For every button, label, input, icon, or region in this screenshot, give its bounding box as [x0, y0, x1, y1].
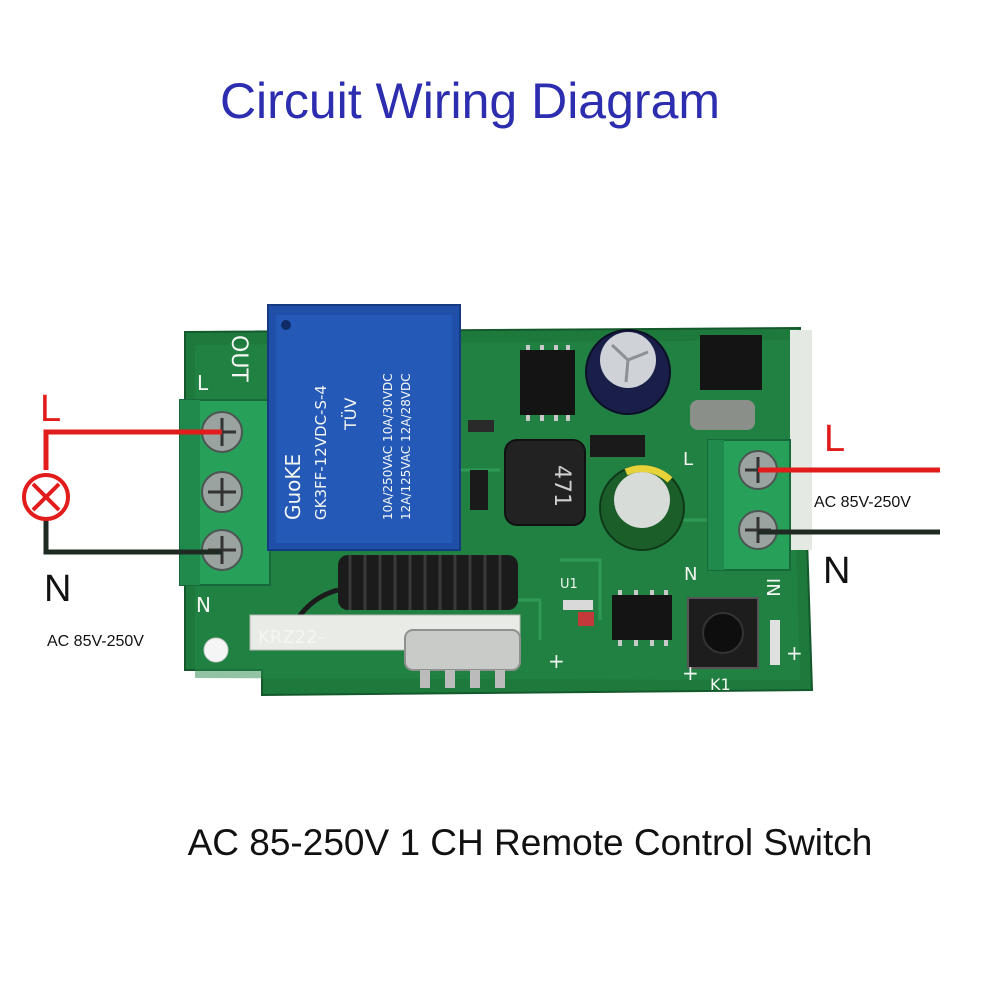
svg-text:L: L — [683, 449, 693, 470]
svg-text:OUT: OUT — [226, 335, 251, 382]
right-live-label: L — [824, 418, 846, 460]
left-live-label: L — [40, 388, 62, 430]
svg-text:L: L — [197, 371, 209, 395]
svg-text:+: + — [682, 661, 699, 685]
relay: GuoKE GK3FF-12VDC-S-4 TÜV 10A/250VAC 10A… — [267, 304, 461, 551]
left-neutral-label: N — [44, 568, 72, 610]
svg-text:KRZ22-: KRZ22- — [258, 627, 324, 648]
svg-text:N: N — [684, 564, 697, 585]
bridge-rectifier — [700, 335, 762, 390]
diagram-title: Circuit Wiring Diagram — [219, 73, 721, 129]
svg-text:10A/250VAC 10A/30VDC: 10A/250VAC 10A/30VDC — [381, 373, 395, 520]
right-wiring — [758, 467, 940, 535]
left-neutral-wire — [43, 520, 222, 555]
right-neutral-label: N — [823, 550, 851, 592]
mounting-hole — [203, 637, 229, 663]
capacitor-bottom — [599, 465, 685, 551]
inductor: 471 — [504, 439, 586, 526]
ic-chip-2 — [612, 590, 672, 646]
lamp-icon — [22, 473, 70, 521]
svg-text:+: + — [548, 649, 565, 673]
svg-text:K1: K1 — [710, 675, 731, 694]
crystal — [404, 629, 521, 688]
svg-text:GK3FF-12VDC-S-4: GK3FF-12VDC-S-4 — [312, 385, 330, 520]
svg-text:471: 471 — [549, 465, 574, 507]
board-edge-strip — [790, 330, 812, 550]
svg-text:GuoKE: GuoKE — [281, 454, 305, 520]
right-terminal-block — [707, 439, 791, 571]
svg-text:12A/125VAC 12A/28VDC: 12A/125VAC 12A/28VDC — [399, 373, 413, 520]
left-screw-middle — [201, 471, 243, 513]
capacitor-top — [585, 329, 671, 415]
left-voltage-label: AC 85V-250V — [47, 633, 144, 650]
svg-text:IN: IN — [762, 578, 783, 597]
product-caption: AC 85-250V 1 CH Remote Control Switch — [187, 822, 873, 863]
left-terminal-block — [179, 399, 271, 586]
push-button — [687, 597, 759, 669]
svg-text:TÜV: TÜV — [341, 398, 360, 431]
relay-markings: GuoKE GK3FF-12VDC-S-4 TÜV 10A/250VAC 10A… — [281, 373, 413, 520]
svg-text:+: + — [786, 641, 803, 665]
ic-chip-1 — [520, 345, 575, 421]
svg-text:N: N — [196, 593, 211, 617]
left-live-wire — [43, 429, 222, 470]
svg-text:U1: U1 — [560, 577, 578, 592]
right-voltage-label: AC 85V-250V — [814, 494, 911, 511]
left-wiring — [22, 429, 222, 555]
smd-components — [468, 400, 780, 665]
